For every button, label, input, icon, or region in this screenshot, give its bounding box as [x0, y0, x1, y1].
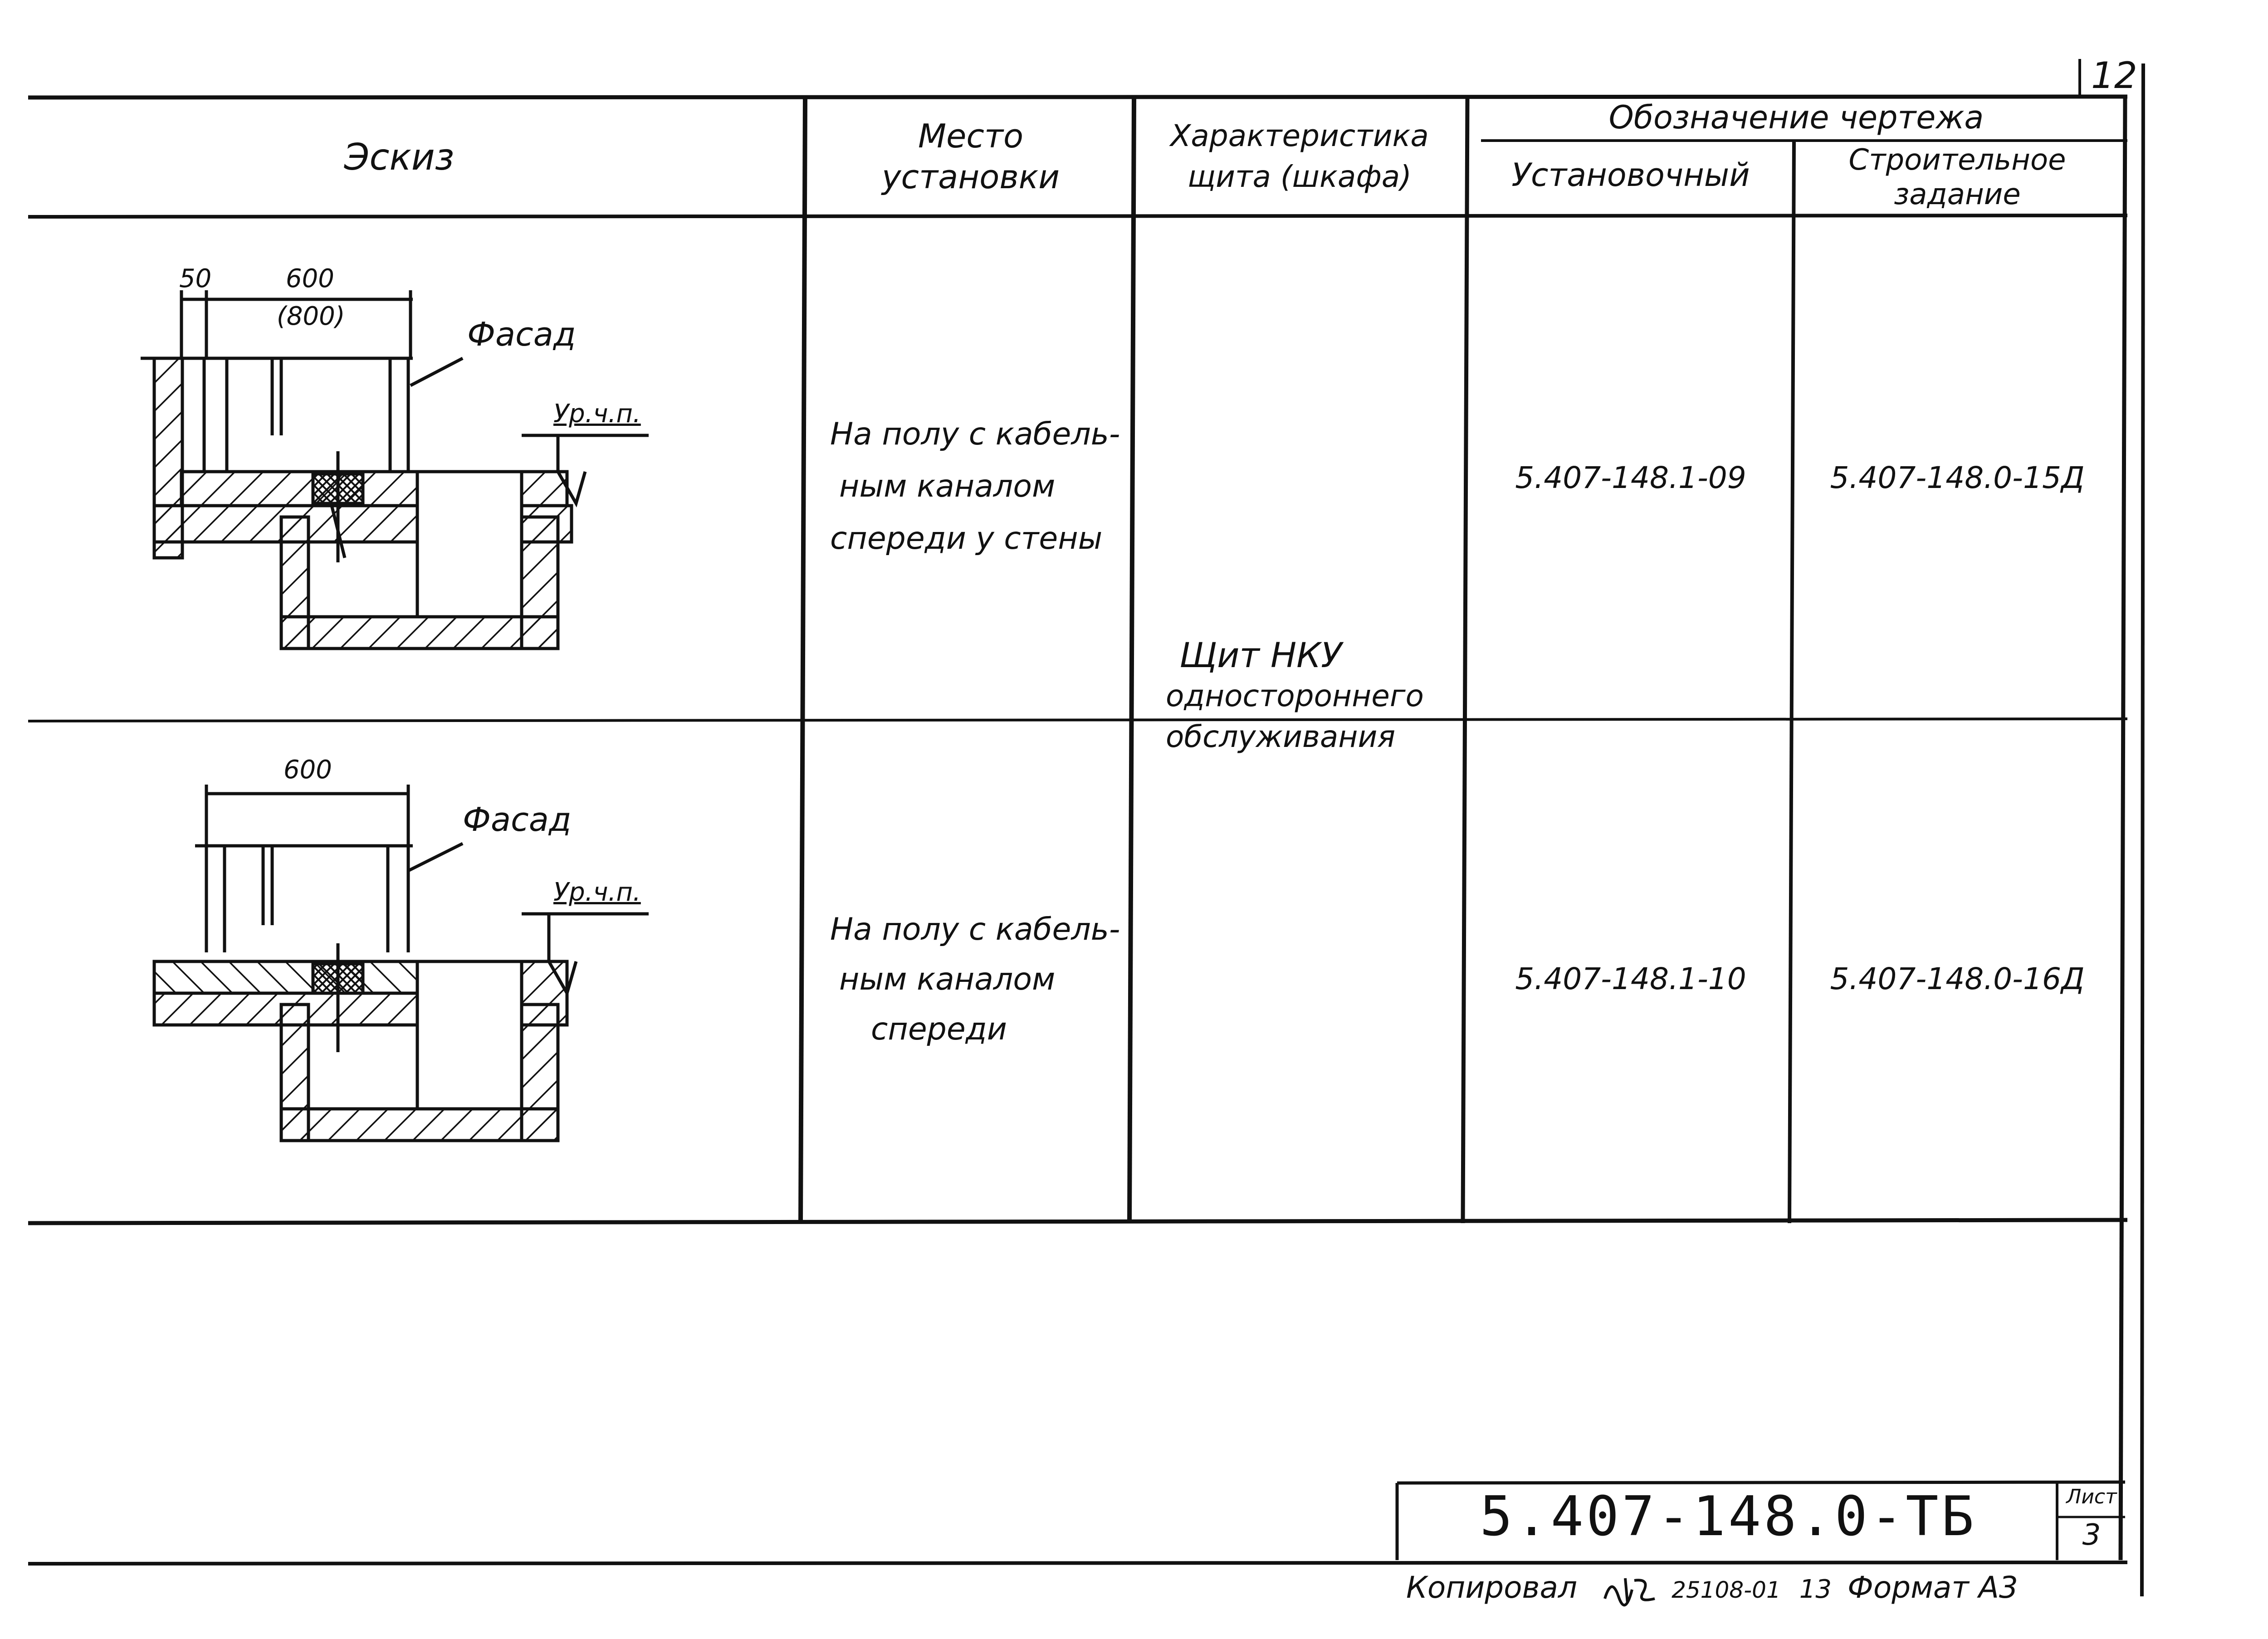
- sheet-number: 3: [2082, 1518, 2101, 1552]
- sketch1-dim-alt: (800): [277, 302, 345, 331]
- header-characteristics: Характеристика щита (шкафа): [1136, 116, 1463, 197]
- row2-location-line3: спереди: [871, 1011, 1007, 1047]
- row1-location-line1: На полу с кабель-: [830, 416, 1120, 452]
- header-drawing-designation: Обозначение чертежа: [1608, 99, 1984, 136]
- shared-characteristic: Щит НКУ одностороннего обслуживания: [1166, 635, 1465, 757]
- footer-copy-number: 13: [1799, 1575, 1832, 1604]
- header-location-line1: Место: [918, 117, 1023, 155]
- copier-signature: [1603, 1578, 1655, 1607]
- sheet-label: Лист: [2066, 1485, 2117, 1508]
- header-location-line2: установки: [881, 158, 1060, 196]
- document-code: 5.407-148.0-ТБ: [1480, 1485, 1977, 1548]
- sketch2-floor-level-label: Ур.ч.п.: [553, 878, 641, 907]
- row1-location: На полу с кабель- ным каналом спереди у …: [830, 408, 1139, 565]
- row2-location-line2: ным каналом: [839, 961, 1056, 997]
- footer-copied-by-label: Копировал: [1406, 1570, 1578, 1605]
- sketch1-facade-label: Фасад: [467, 315, 576, 353]
- row2-location: На полу с кабель- ным каналом спереди: [830, 905, 1139, 1054]
- header-construction-line1: Строительное: [1848, 143, 2066, 177]
- table-grid: [28, 59, 2145, 1597]
- sheet-corner-number: 12: [2091, 54, 2137, 97]
- row2-location-line1: На полу с кабель-: [830, 912, 1120, 947]
- shared-characteristic-line3: обслуживания: [1166, 719, 1396, 754]
- sketch1-floor-level-label: Ур.ч.п.: [553, 399, 641, 429]
- header-construction-line2: задание: [1894, 178, 2021, 211]
- row2-installation-drawing: 5.407-148.1-10: [1515, 961, 1746, 996]
- row1-installation-drawing: 5.407-148.1-09: [1515, 460, 1746, 495]
- footer-copier-code: 25108-01: [1672, 1577, 1781, 1603]
- sketch1-dim-width: 600: [286, 264, 334, 293]
- footer-copied-by: Копировал 25108-01 13 Формат А3: [1406, 1570, 2018, 1608]
- header-characteristics-line2: щита (шкафа): [1187, 159, 1412, 194]
- header-installation: Установочный: [1511, 156, 1750, 194]
- row1-location-line3: спереди у стены: [830, 521, 1103, 556]
- sketch2-facade-label: Фасад: [463, 800, 572, 839]
- row2-construction-task: 5.407-148.0-16Д: [1830, 961, 2085, 996]
- row1-location-line2: ным каналом: [839, 468, 1056, 504]
- footer-format: Формат А3: [1848, 1570, 2018, 1605]
- header-location: Место установки: [812, 116, 1129, 197]
- header-construction: Строительное задание: [1794, 143, 2121, 212]
- shared-characteristic-line1: Щит НКУ: [1179, 635, 1342, 675]
- sketch2-dim-width: 600: [284, 755, 332, 785]
- header-sketch: Эскиз: [344, 136, 455, 178]
- sketch-2: [152, 785, 649, 1142]
- sketch-1: [141, 290, 649, 650]
- sketch1-dim-offset: 50: [179, 264, 212, 293]
- row1-construction-task: 5.407-148.0-15Д: [1830, 460, 2085, 495]
- header-characteristics-line1: Характеристика: [1170, 118, 1429, 153]
- shared-characteristic-line2: одностороннего: [1166, 678, 1424, 713]
